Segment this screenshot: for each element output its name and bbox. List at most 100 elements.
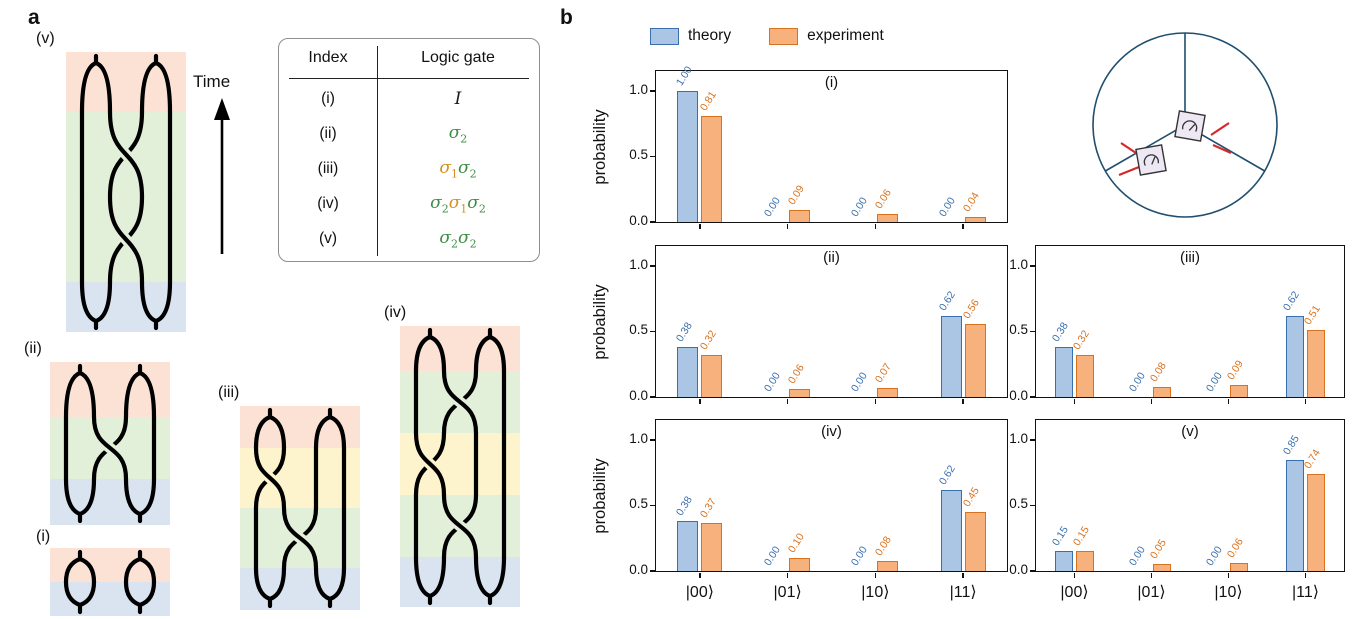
x-tick-mark [786, 398, 789, 404]
experiment-bar [964, 216, 986, 222]
junction-lines [1104, 33, 1266, 172]
y-tick-label: 1.0 [1009, 430, 1028, 446]
experiment-value-label: 0.05 [1147, 537, 1169, 562]
gate-symbol: σ2 [458, 157, 477, 181]
x-tick-mark [874, 398, 877, 404]
experiment-bar [876, 387, 898, 397]
table-cell-index: (i) [321, 89, 335, 107]
y-tick-label: 1.0 [1009, 256, 1028, 272]
theory-value-label: 0.62 [936, 463, 958, 487]
experiment-value-label: 0.56 [960, 296, 982, 321]
experiment-value-label: 0.06 [785, 362, 807, 387]
x-tick-mark [786, 223, 789, 229]
experiment-value-label: 0.06 [873, 187, 895, 212]
table-column-divider [377, 46, 379, 256]
x-tick-mark [874, 223, 877, 229]
x-tick-label: |01⟩ [1137, 584, 1166, 601]
braid-diagram-iv [400, 326, 520, 612]
theory-value-label: 0.00 [849, 195, 871, 219]
theory-value-label: 0.00 [849, 370, 871, 394]
table-cell-gate: σ2σ2 [377, 228, 539, 250]
trijunction-diagram [1092, 32, 1278, 218]
gate-symbol: σ2 [439, 228, 458, 251]
x-tick-label: |01⟩ [773, 584, 802, 601]
table-row: (i)I [279, 81, 539, 116]
theory-bar [1055, 551, 1073, 571]
experiment-bar [1230, 385, 1248, 397]
theory-bar [940, 315, 962, 397]
theory-bar [677, 347, 699, 397]
x-tick-mark [1227, 398, 1230, 404]
experiment-value-label: 0.37 [697, 495, 719, 520]
panel-a-label: a [28, 6, 40, 29]
y-tick-label: 0.0 [629, 388, 648, 403]
theory-bar [1286, 459, 1304, 571]
theory-bar [1055, 347, 1073, 397]
y-tick-mark [1030, 570, 1035, 572]
experiment-value-label: 0.08 [873, 533, 895, 558]
theory-swatch [650, 27, 679, 45]
x-tick-mark [1150, 572, 1153, 578]
x-tick-label: |11⟩ [1291, 584, 1319, 601]
time-label: Time [193, 72, 231, 91]
y-tick-mark [650, 504, 655, 507]
y-axis-label: probability [591, 108, 609, 185]
braid-i-label: (i) [36, 528, 51, 545]
x-tick-mark [786, 572, 789, 578]
theory-value-label: 0.38 [673, 320, 695, 345]
table-cell-gate: σ1σ2 [377, 158, 539, 180]
braid-v-label: (v) [36, 30, 55, 47]
experiment-value-label: 0.04 [960, 190, 982, 214]
experiment-value-label: 0.07 [873, 361, 895, 385]
theory-value-label: 0.00 [761, 370, 783, 394]
theory-value-label: 0.38 [673, 494, 695, 519]
theory-value-label: 0.00 [1203, 544, 1225, 568]
experiment-value-label: 0.15 [1070, 524, 1092, 549]
table-body: (i)I(ii)σ2(iii)σ1σ2(iv)σ2σ1σ2(v)σ2σ2 [279, 81, 539, 257]
x-tick-mark [1227, 572, 1230, 578]
y-axis-label: probability [591, 283, 609, 360]
chart-legend: theory experiment [650, 27, 884, 45]
braid-iii-label: (iii) [218, 384, 240, 401]
table-cell-gate: σ2σ1σ2 [377, 193, 539, 215]
braid-ii-label: (ii) [24, 340, 42, 357]
y-tick-label: 0.5 [629, 322, 648, 338]
x-tick-mark [699, 398, 701, 404]
experiment-bar [701, 522, 723, 571]
y-tick-label: 0.5 [629, 496, 648, 512]
table-cell-index: (iii) [317, 160, 339, 177]
table-header-index: Index [308, 49, 348, 66]
experiment-value-label: 0.81 [697, 89, 719, 113]
braid-diagram-ii [50, 362, 170, 530]
braid-diagram-i [50, 548, 170, 619]
theory-bar [677, 521, 699, 571]
theory-value-label: 0.15 [1049, 524, 1071, 549]
experiment-bar [964, 512, 986, 571]
experiment-value-label: 0.10 [785, 531, 807, 555]
experiment-value-label: 0.74 [1301, 447, 1323, 472]
y-tick-mark [650, 439, 655, 441]
x-tick-mark [1073, 398, 1076, 404]
experiment-swatch [769, 27, 799, 45]
experiment-bar [1153, 386, 1171, 397]
chart-title: (iv) [821, 423, 842, 440]
theory-value-label: 0.00 [761, 195, 783, 219]
experiment-value-label: 0.51 [1301, 303, 1323, 328]
experiment-bar [701, 355, 723, 397]
majorana-wires [1118, 122, 1232, 177]
table-header-logic-gate: Logic gate [421, 49, 495, 66]
gate-symbol: σ2 [458, 228, 477, 251]
x-tick-mark [1150, 398, 1153, 404]
table-row: (ii)σ2 [279, 116, 539, 151]
theory-value-label: 0.00 [1203, 370, 1225, 394]
gate-symbol: σ2 [467, 193, 486, 216]
table-cell-index: (v) [318, 230, 338, 248]
time-arrow-icon [214, 98, 230, 254]
theory-value-label: 0.00 [849, 544, 871, 568]
y-tick-label: 0.5 [629, 147, 648, 163]
table-row: (iii) σ1σ2 [279, 151, 539, 186]
